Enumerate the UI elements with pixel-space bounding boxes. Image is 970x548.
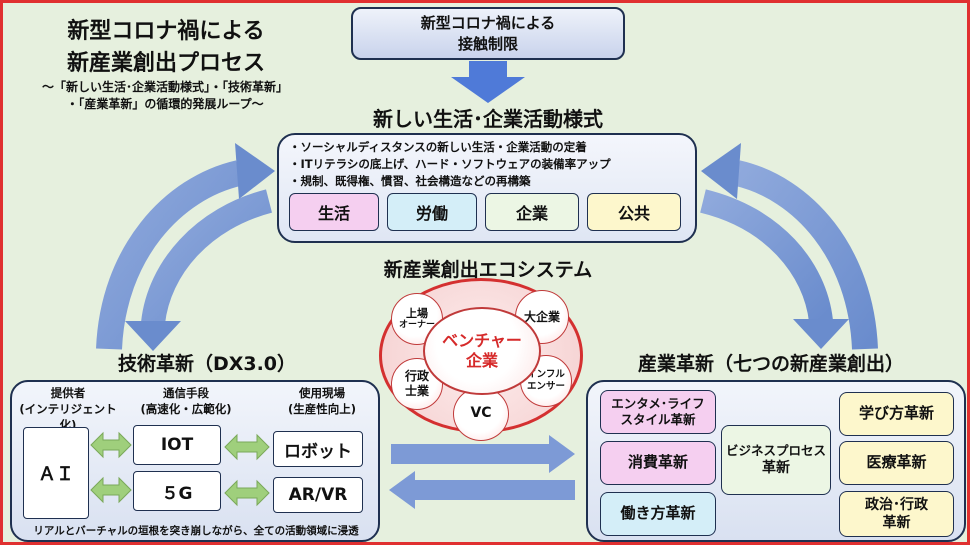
node-influencer-line2: エンサー bbox=[526, 381, 565, 392]
contact-restriction-box: 新型コロナ禍による 接触制限 bbox=[351, 7, 625, 60]
arrow-industry-to-tech bbox=[413, 480, 575, 500]
arrow-industry-to-tech-head bbox=[389, 471, 415, 509]
down-arrow-icon bbox=[451, 61, 525, 103]
arrow-industry-to-life-head bbox=[701, 143, 741, 199]
tech-col-comm-line2: (高速化・広範化) bbox=[140, 402, 232, 417]
industry-politics: 政治･行政 革新 bbox=[839, 491, 954, 537]
robot-box: ロボット bbox=[273, 431, 363, 467]
industry-politics-line1: 政治･行政 bbox=[865, 496, 928, 513]
tech-col-field-line2: (生産性向上) bbox=[287, 402, 356, 417]
industry-business-process-line1: ビジネスプロセス bbox=[725, 442, 826, 458]
arrow-life-to-industry bbox=[699, 189, 833, 323]
node-venture-line1: ベンチャー bbox=[442, 331, 522, 350]
arrow-tech-to-life-head bbox=[235, 143, 275, 199]
double-arrows bbox=[90, 431, 270, 507]
industry-politics-line2: 革新 bbox=[882, 515, 911, 531]
tech-col-provider-line1: 提供者 bbox=[50, 386, 86, 400]
node-large-corp-label: 大企業 bbox=[523, 309, 560, 324]
ecosystem-heading: 新産業創出エコシステム bbox=[383, 259, 593, 281]
lifestyle-bullet-1: ・ソーシャルディスタンスの新しい生活・企業活動の定着 bbox=[289, 140, 587, 154]
industry-medical: 医療革新 bbox=[839, 441, 954, 485]
industry-entertainment: エンタメ･ライフ スタイル革新 bbox=[600, 390, 716, 434]
tech-col-field-line1: 使用現場 bbox=[299, 386, 345, 400]
tech-footer: リアルとバーチャルの垣根を突き崩しながら、全ての活動領域に浸透 bbox=[33, 525, 359, 537]
tag-labor: 労働 bbox=[387, 193, 477, 231]
tag-life: 生活 bbox=[289, 193, 379, 231]
industry-business-process: ビジネスプロセス 革新 bbox=[721, 425, 831, 495]
lifestyle-heading: 新しい生活･企業活動様式 bbox=[373, 107, 603, 131]
double-arrow-icon bbox=[224, 433, 270, 461]
tech-col-comm: 通信手段 (高速化・広範化) bbox=[121, 385, 251, 417]
tag-public: 公共 bbox=[587, 193, 681, 231]
lifestyle-bullet-2: ・ITリテラシの底上げ、ハード・ソフトウェアの装備率アップ bbox=[289, 157, 611, 171]
page-subtitle-line1: ～「新しい生活･企業活動様式」・「技術革新」 bbox=[41, 80, 288, 94]
arrow-industry-to-life bbox=[733, 160, 878, 350]
ai-box: ＡＩ bbox=[23, 427, 89, 519]
arrow-tech-to-industry bbox=[391, 444, 551, 464]
5g-box: ５G bbox=[133, 471, 221, 511]
industry-entertainment-line1: エンタメ･ライフ bbox=[611, 395, 705, 411]
double-arrow-icon bbox=[90, 431, 132, 459]
arrow-life-to-tech-head bbox=[125, 321, 181, 351]
arvr-box: AR/VR bbox=[273, 477, 363, 513]
iot-box: IOT bbox=[133, 425, 221, 465]
node-vc: VC bbox=[453, 387, 509, 441]
contact-restriction-line1: 新型コロナ禍による bbox=[420, 14, 556, 33]
node-listed-owner-line1: 上場 bbox=[406, 306, 428, 320]
industry-entertainment-line2: スタイル革新 bbox=[620, 412, 696, 427]
arrow-tech-to-industry-head bbox=[549, 435, 575, 473]
node-venture-line2: 企業 bbox=[465, 351, 498, 370]
cycle-arrows bbox=[96, 143, 878, 509]
industry-heading: 産業革新（七つの新産業創出） bbox=[637, 353, 904, 375]
tech-col-comm-line1: 通信手段 bbox=[163, 386, 209, 400]
industry-consumption: 消費革新 bbox=[600, 441, 716, 485]
arrow-tech-to-life bbox=[96, 160, 243, 350]
node-venture: ベンチャー 企業 bbox=[423, 307, 541, 395]
page-subtitle-line2: ・「産業革新」の循環的発展ループ～ bbox=[66, 97, 264, 111]
node-listed-owner-line2: オーナー bbox=[398, 320, 435, 331]
contact-restriction-line2: 接触制限 bbox=[457, 34, 518, 53]
node-vc-label: VC bbox=[470, 405, 492, 422]
double-arrow-icon bbox=[90, 476, 132, 504]
arrow-life-to-industry-head bbox=[793, 319, 849, 349]
industry-workstyle: 働き方革新 bbox=[600, 492, 716, 536]
page-title-line2: 新産業創出プロセス bbox=[66, 51, 265, 76]
tag-enterprise: 企業 bbox=[485, 193, 579, 231]
tech-col-field: 使用現場 (生産性向上) bbox=[267, 385, 377, 417]
arrow-life-to-tech bbox=[141, 189, 273, 325]
tech-heading: 技術革新（DX3.0） bbox=[117, 353, 297, 375]
double-arrow-icon bbox=[224, 479, 270, 507]
node-influencer-line1: インフル bbox=[527, 369, 565, 381]
node-government-line2: 士業 bbox=[404, 384, 429, 398]
page-title-line1: 新型コロナ禍による bbox=[67, 19, 265, 44]
lifestyle-bullet-3: ・規制、既得権、慣習、社会構造などの再構築 bbox=[289, 174, 531, 188]
industry-learning: 学び方革新 bbox=[839, 392, 954, 436]
node-government-line1: 行政 bbox=[404, 369, 429, 383]
industry-business-process-line2: 革新 bbox=[762, 460, 790, 477]
